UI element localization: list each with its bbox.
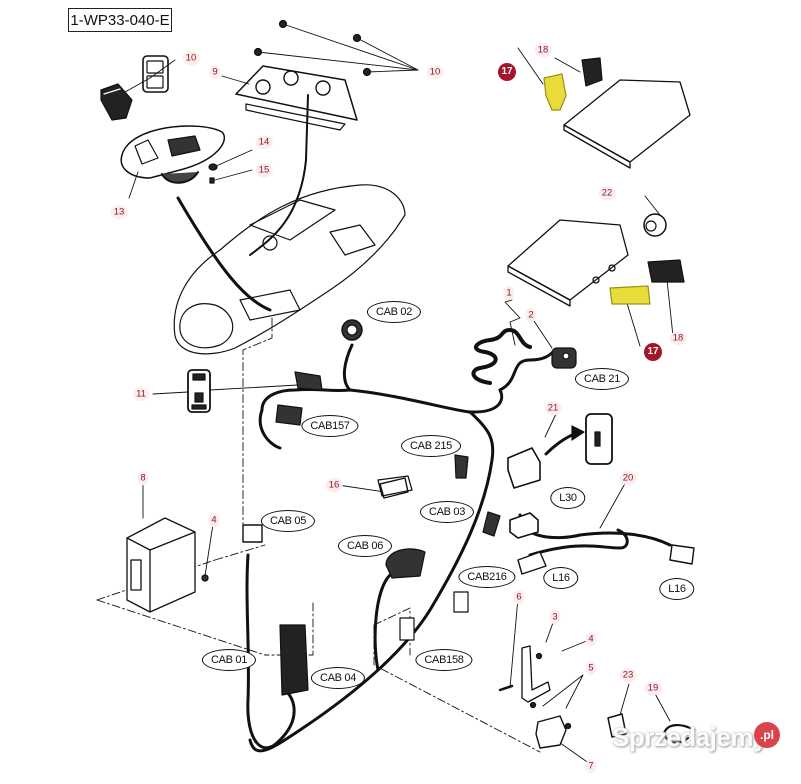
harness-components <box>242 319 577 696</box>
callout-5: 5 <box>585 661 597 675</box>
callout-18-top: 18 <box>534 43 552 57</box>
connector-label-l30: L30 <box>550 487 586 509</box>
part-21-rocker-switch <box>507 413 613 539</box>
connector-label-l16-b: L16 <box>659 578 695 600</box>
callout-18-right: 18 <box>669 331 687 345</box>
connector-label-cab215: CAB 215 <box>401 435 461 457</box>
leader-lines <box>124 23 674 765</box>
part-17-highlighted <box>543 73 651 305</box>
part-7-relay <box>535 715 567 749</box>
callout-8: 8 <box>137 471 149 485</box>
callout-2: 2 <box>525 308 537 322</box>
callout-10: 10 <box>426 65 444 79</box>
part-16-label <box>379 477 409 499</box>
callout-4-left: 4 <box>208 513 220 527</box>
callout-16: 16 <box>325 478 343 492</box>
part-11-switch <box>187 369 211 413</box>
part-14-15-fasteners <box>208 163 218 184</box>
watermark-text: Sprzedajemy <box>612 722 767 752</box>
connector-label-cab02: CAB 02 <box>366 301 422 323</box>
callout-17-right: 17 <box>644 343 662 361</box>
callout-21: 21 <box>544 401 562 415</box>
callout-22: 22 <box>598 186 616 200</box>
callout-19: 19 <box>644 681 662 695</box>
connector-label-cab158: CAB158 <box>415 649 473 671</box>
connector-label-cab01: CAB 01 <box>201 649 257 671</box>
connector-label-cab04: CAB 04 <box>310 667 366 689</box>
callout-20: 20 <box>619 471 637 485</box>
callout-6: 6 <box>513 590 525 604</box>
callout-13: 13 <box>110 205 128 219</box>
connector-label-cab06: CAB 06 <box>337 535 393 557</box>
part-12-switch <box>100 55 169 121</box>
part-10-screws <box>253 19 372 77</box>
connector-label-cab05: CAB 05 <box>260 510 316 532</box>
part-8-control-box <box>126 517 209 613</box>
part-22-grommet <box>643 213 667 237</box>
l16-plugs <box>517 544 695 575</box>
callout-15: 15 <box>255 163 273 177</box>
callout-17-top: 17 <box>498 63 516 81</box>
part-13-overhead-console <box>120 125 226 184</box>
part-3-bracket <box>498 645 572 730</box>
connector-label-l16-a: L16 <box>543 567 579 589</box>
callout-3: 3 <box>549 610 561 624</box>
callout-12: 10 <box>182 51 200 65</box>
cab-roof-liner <box>173 184 406 355</box>
diagram-id-label: 1-WP33-040-E <box>68 8 172 32</box>
part-23-clip <box>607 713 627 738</box>
callout-1: 1 <box>503 286 515 300</box>
connector-label-cab216: CAB216 <box>458 566 516 588</box>
callout-7: 7 <box>585 759 597 773</box>
callout-11: 11 <box>133 387 149 401</box>
callout-4-right: 4 <box>585 632 597 646</box>
callout-14: 14 <box>255 135 273 149</box>
watermark-badge: .pl <box>754 722 780 748</box>
part-19-clamp <box>662 724 696 744</box>
callout-23: 23 <box>619 668 637 682</box>
connector-label-cab157: CAB157 <box>301 415 359 437</box>
cab-roof-panels <box>507 79 691 307</box>
wiring-harness <box>176 94 672 753</box>
part-18-switch-knobs <box>581 57 685 283</box>
connector-label-cab03: CAB 03 <box>419 501 475 523</box>
callout-9: 9 <box>209 65 221 79</box>
connector-label-cab21: CAB 21 <box>574 368 630 390</box>
part-9-control-panel <box>235 65 358 131</box>
